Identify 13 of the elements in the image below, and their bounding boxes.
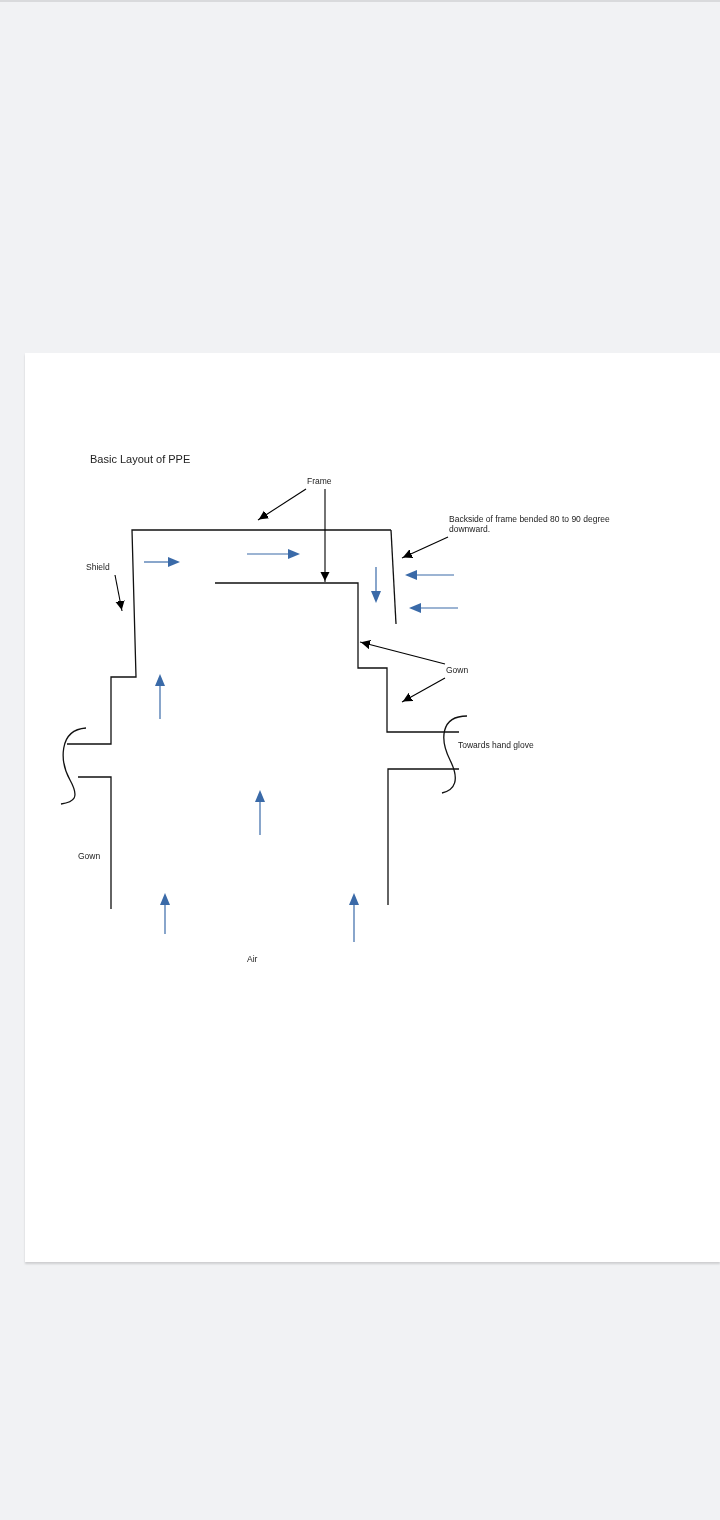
callout-label: Frame (307, 476, 339, 486)
leader-line (401, 677, 446, 703)
diagram-title: Basic Layout of PPE (90, 452, 191, 467)
diagram-label: Air (247, 954, 258, 964)
diagram-label: Gown (78, 851, 101, 861)
leader-line (257, 488, 307, 521)
leader-line (401, 536, 449, 559)
diagram-label: Towards hand glove (458, 740, 534, 750)
leader-line (112, 574, 126, 612)
leader-line (359, 638, 446, 665)
callout-label: Shield (86, 562, 114, 572)
callout-label: Gown (446, 665, 472, 675)
callout-label: Backside of frame bended 80 to 90 degree downward. (449, 514, 634, 534)
